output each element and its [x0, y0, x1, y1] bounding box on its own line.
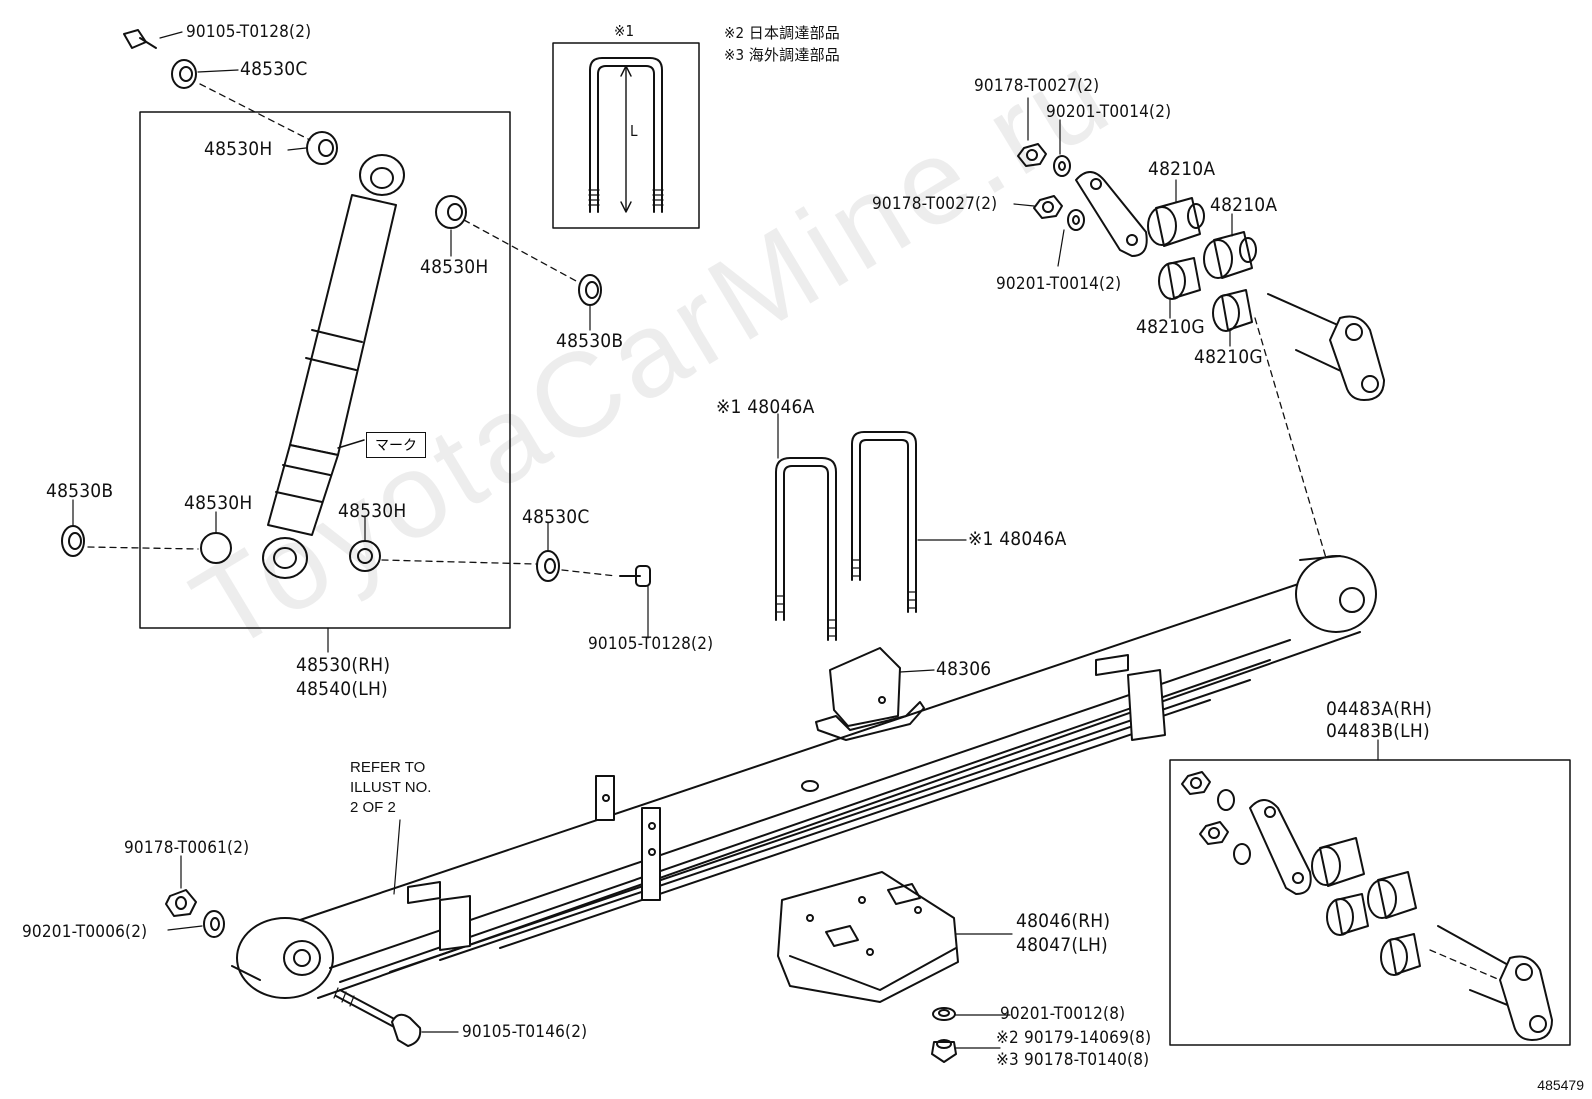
- detail-dimension: L: [630, 122, 638, 140]
- spring-seat-icon: [777, 871, 959, 1003]
- washer-front-icon: [203, 910, 225, 938]
- nut-front-icon: [165, 889, 197, 917]
- label-absorber-rh: 48530(RH): [296, 654, 391, 676]
- label-ubolt-2: ※1 48046A: [968, 528, 1067, 550]
- label-c-top: 48530C: [240, 58, 308, 80]
- label-washer-b: 90201-T0014(2): [996, 274, 1122, 294]
- label-bolt-front: 90105-T0146(2): [462, 1022, 588, 1042]
- label-b-left: 48530B: [46, 480, 114, 502]
- label-ubolt-1: ※1 48046A: [716, 396, 815, 418]
- label-nut-seat-ov: ※3 90178-T0140(8): [996, 1050, 1150, 1070]
- ubolt-detail-icon: [588, 57, 664, 213]
- shackle-kit-contents-icon: [1181, 771, 1553, 1041]
- label-nut-b: 90178-T0027(2): [872, 194, 998, 214]
- nut-b-icon: [1033, 195, 1063, 219]
- label-c-lower: 48530C: [522, 506, 590, 528]
- label-absorber-lh: 48540(LH): [296, 678, 388, 700]
- label-washer-seat: 90201-T0012(8): [1000, 1004, 1126, 1024]
- label-h-right: 48530H: [420, 256, 489, 278]
- label-nut-a: 90178-T0027(2): [974, 76, 1100, 96]
- washer-b-icon: [1067, 209, 1085, 231]
- label-seat-lh: 48047(LH): [1016, 934, 1108, 956]
- label-h-lower-left: 48530H: [184, 492, 253, 514]
- refer-line-1: REFER TO: [350, 759, 426, 776]
- ubolt-detail-frame: [552, 42, 700, 229]
- bolt-front-icon: [333, 987, 422, 1047]
- bush-upper-icon: [306, 131, 338, 165]
- label-bolt-top: 90105-T0128(2): [186, 22, 312, 42]
- label-h-lower-right: 48530H: [338, 500, 407, 522]
- label-h-upper: 48530H: [204, 138, 273, 160]
- label-washer-a: 90201-T0014(2): [1046, 102, 1172, 122]
- label-bush-a1: 48210A: [1148, 158, 1216, 180]
- label-seat-rh: 48046(RH): [1016, 910, 1111, 932]
- diagram-number: 485479: [1537, 1077, 1584, 1093]
- refer-line-2: ILLUST NO.: [350, 779, 432, 796]
- bush-lower-right-icon: [349, 540, 381, 572]
- bush-g1-icon: [1158, 257, 1201, 300]
- bush-g2-icon: [1212, 289, 1253, 332]
- washer-a-icon: [1053, 155, 1071, 177]
- bolt-top-icon: [123, 29, 157, 49]
- washer-seat-icon: [932, 1007, 956, 1021]
- washer-c-top-icon: [171, 59, 197, 89]
- label-nut-seat-jp: ※2 90179-14069(8): [996, 1028, 1152, 1048]
- leader-lines: [72, 31, 1379, 1049]
- label-bush-g2: 48210G: [1194, 346, 1263, 368]
- label-nut-front: 90178-T0061(2): [124, 838, 250, 858]
- label-bumper: 48306: [936, 658, 992, 680]
- washer-c-lower-icon: [536, 550, 560, 582]
- label-kit-lh: 04483B(LH): [1326, 720, 1430, 742]
- washer-b-upper-icon: [578, 274, 602, 306]
- shackle-upper-icon: [1017, 143, 1385, 401]
- guide-lines: [87, 83, 1501, 981]
- shock-absorber-icon: [262, 154, 405, 579]
- washer-b-left-icon: [61, 525, 85, 557]
- refer-note: REFER TO ILLUST NO. 2 OF 2: [350, 758, 431, 818]
- note-1: ※1: [614, 22, 635, 40]
- shackle-kit-frame: [1169, 759, 1571, 1046]
- bush-right-icon: [435, 195, 467, 229]
- label-b-upper: 48530B: [556, 330, 624, 352]
- note-3: ※3 海外調達部品: [724, 46, 840, 64]
- label-bush-g1: 48210G: [1136, 316, 1205, 338]
- label-washer-front: 90201-T0006(2): [22, 922, 148, 942]
- shock-absorber-frame: [139, 111, 511, 629]
- note-2: ※2 日本調達部品: [724, 24, 840, 42]
- bumper-icon: [815, 647, 925, 741]
- label-kit-rh: 04483A(RH): [1326, 698, 1433, 720]
- nut-a-icon: [1017, 143, 1047, 167]
- bolt-lower-icon: [619, 565, 651, 587]
- bush-a1-icon: [1147, 197, 1205, 247]
- refer-line-3: 2 OF 2: [350, 799, 396, 816]
- label-bush-a2: 48210A: [1210, 194, 1278, 216]
- bush-lower-left-icon: [200, 532, 232, 564]
- bush-a2-icon: [1203, 231, 1257, 279]
- mark-label: マーク: [366, 432, 426, 458]
- nut-seat-icon: [931, 1039, 957, 1063]
- label-bolt-lower: 90105-T0128(2): [588, 634, 714, 654]
- ubolt-icons: [775, 431, 917, 641]
- leaf-spring-icon: [231, 555, 1377, 999]
